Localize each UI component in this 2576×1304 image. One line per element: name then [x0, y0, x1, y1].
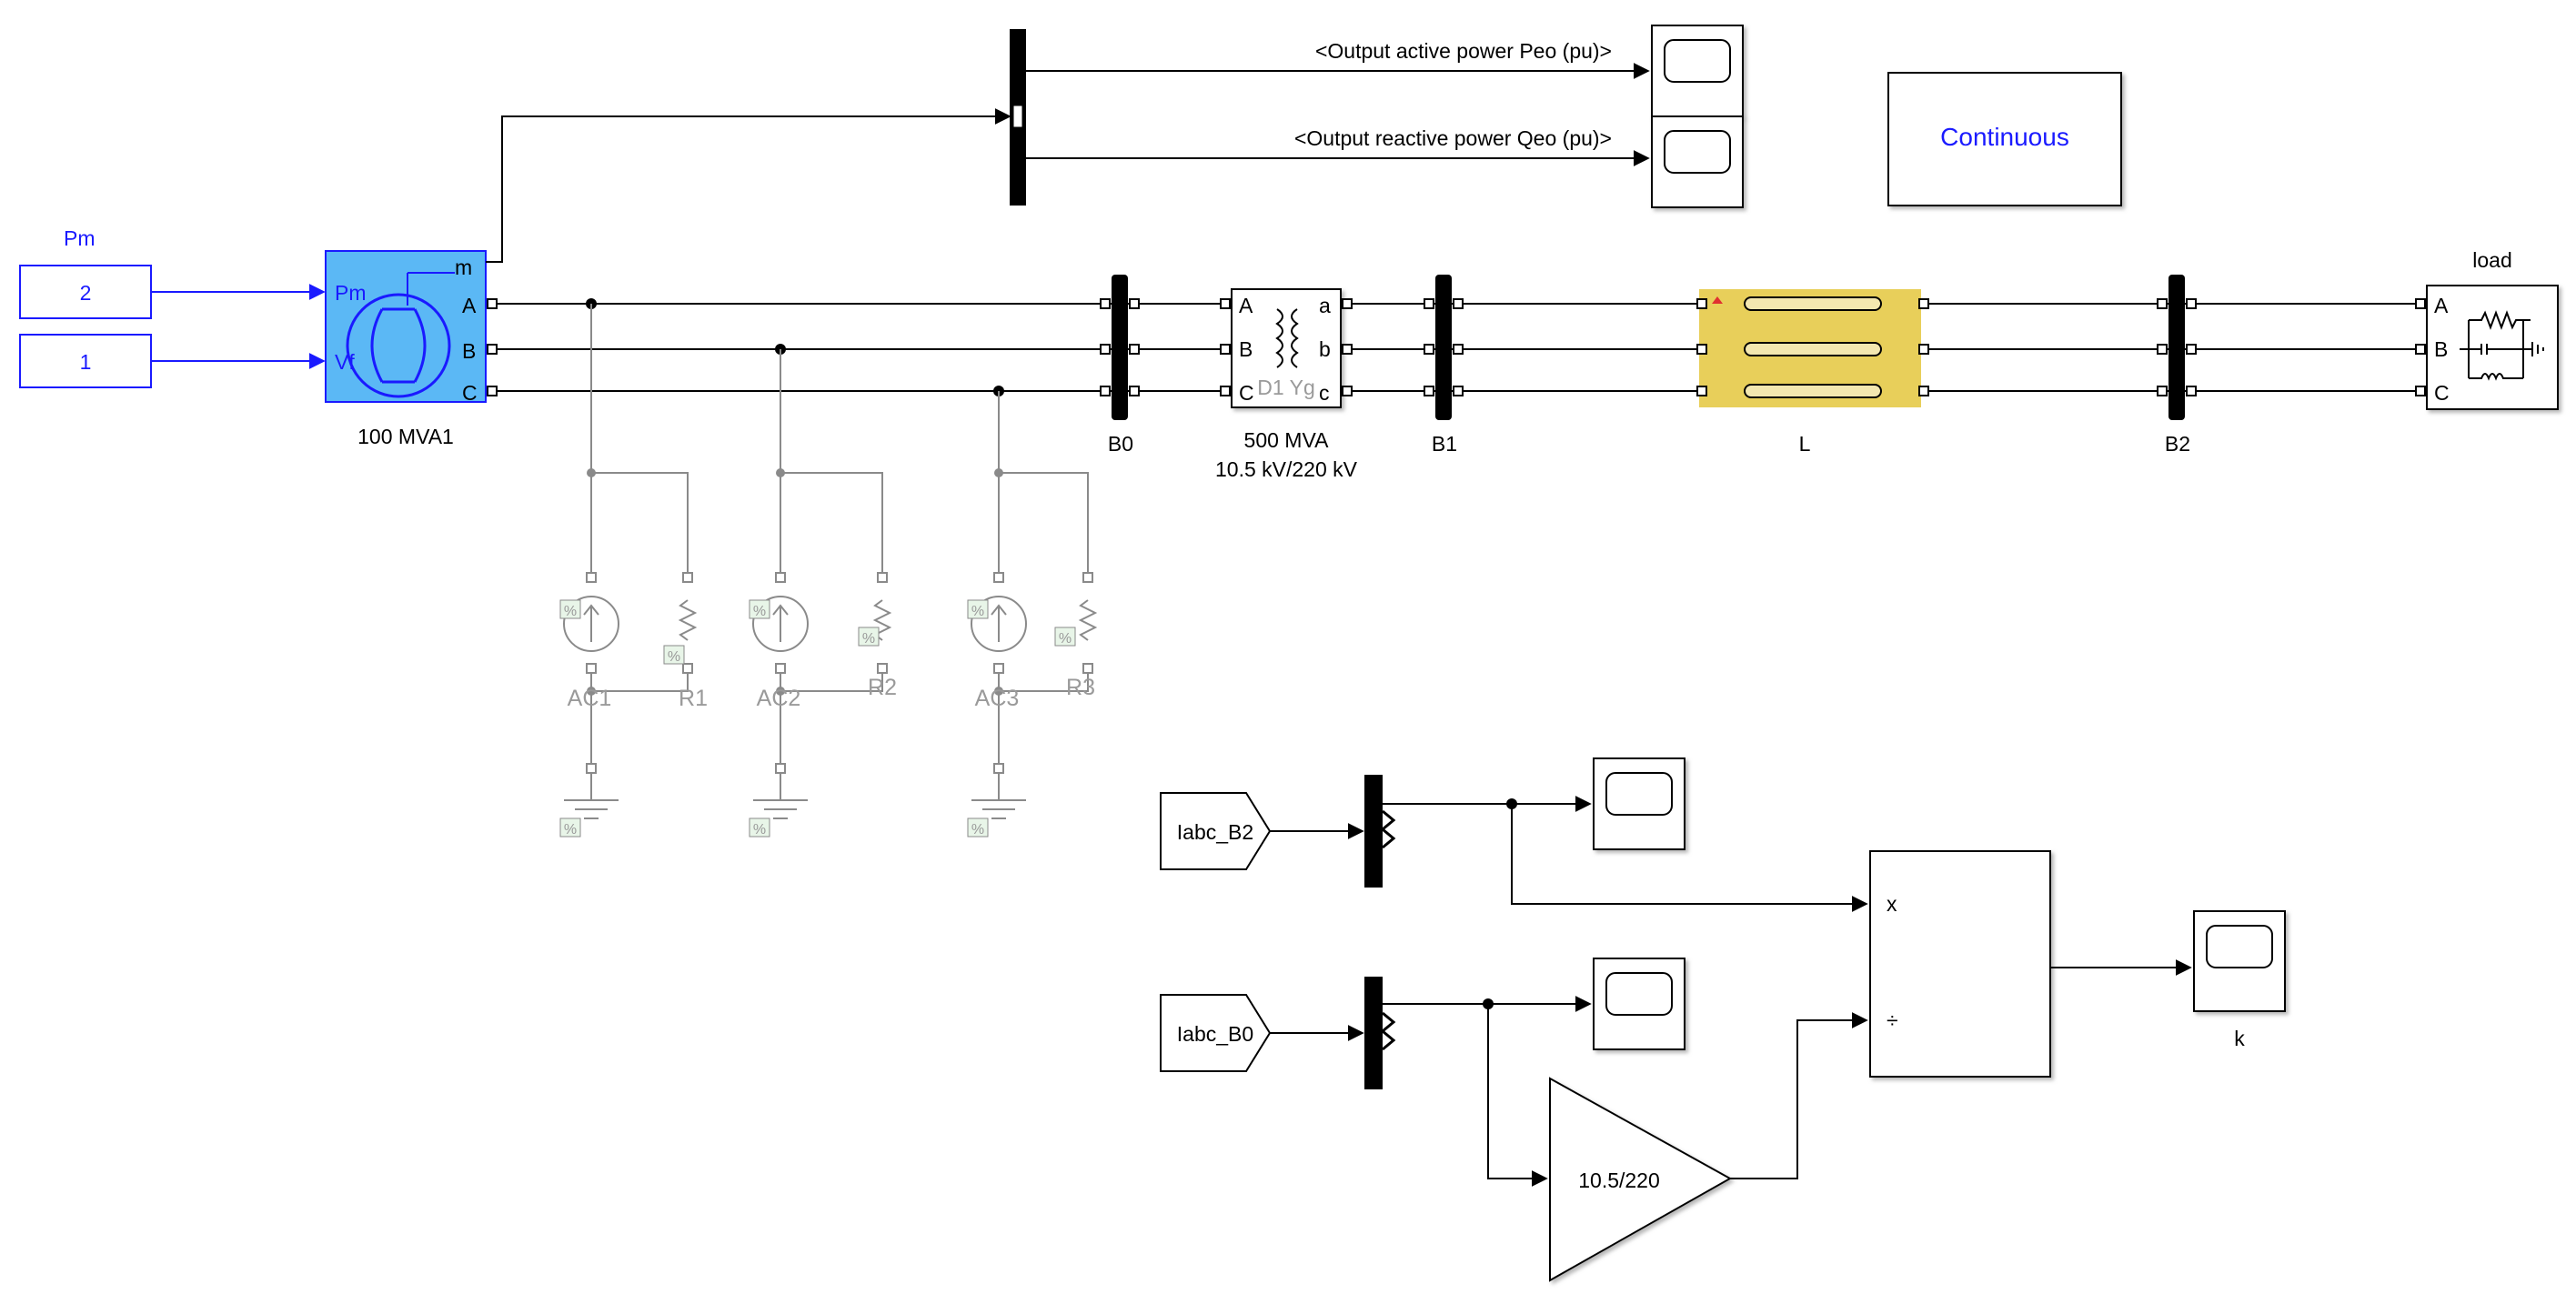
scope-icon [1664, 130, 1731, 174]
scope-k-label: k [2234, 1027, 2245, 1050]
scope-iabc-b0[interactable] [1593, 958, 1685, 1050]
xfmr-in-b: B [1239, 337, 1253, 361]
synchronous-machine-block[interactable]: Pm Vf m A B C [325, 250, 487, 405]
bus-b1[interactable] [1424, 275, 1464, 420]
ac3-label: AC3 [975, 686, 1020, 711]
gen-port-b: B [462, 339, 476, 363]
ac1-label: AC1 [568, 686, 612, 711]
line-l-label: L [1799, 432, 1811, 456]
transformer-block[interactable]: A B C a b c D1 Yg [1231, 288, 1342, 408]
percent-badge: % [753, 822, 766, 838]
resistor-icon [1078, 599, 1098, 641]
load-port-a: A [2434, 294, 2449, 317]
gen-port-vf: Vf [335, 350, 355, 374]
bus-b1-label: B1 [1432, 432, 1457, 456]
xfmr-in-a: A [1239, 294, 1253, 317]
load-port-c: C [2434, 381, 2450, 405]
scope-icon [1605, 772, 1673, 816]
resistor-icon [678, 599, 698, 641]
r1-label: R1 [679, 686, 708, 711]
gen-port-m: m [455, 256, 472, 279]
xfmr-out-a: a [1319, 294, 1331, 317]
powergui-block[interactable]: Continuous [1887, 72, 2122, 206]
generator-name: 100 MVA1 [357, 425, 454, 448]
demux-b2[interactable] [1364, 775, 1396, 888]
scope-reactive-power[interactable] [1651, 115, 1744, 208]
ground-icon [564, 799, 619, 819]
tag-b0-label: Iabc_B0 [1177, 1022, 1253, 1046]
demux-b0[interactable] [1364, 977, 1396, 1089]
gen-port-c: C [462, 381, 478, 405]
active-power-label: <Output active power Peo (pu)> [1315, 39, 1612, 63]
r3-label: R3 [1066, 675, 1095, 700]
bus-b2[interactable] [2157, 275, 2197, 420]
warning-marker-icon [1712, 296, 1723, 304]
transformer-coil-icon [1275, 308, 1299, 368]
transformer-voltage: 10.5 kV/220 kV [1215, 457, 1358, 481]
constant-vf-block[interactable]: 1 [19, 334, 152, 388]
gain-to-product-line[interactable] [1730, 1012, 1868, 1179]
percent-badge: % [862, 631, 875, 647]
load-block[interactable]: A B C [2426, 285, 2559, 410]
scope-icon [1664, 39, 1731, 83]
tag-b2-label: Iabc_B2 [1177, 820, 1253, 844]
gain-block[interactable]: 10.5/220 [1549, 1077, 1733, 1282]
harmonic-source-group-3[interactable]: % % AC3 R3 % [967, 391, 1098, 838]
m-signal-line[interactable] [486, 108, 1011, 263]
scope-icon [2206, 925, 2273, 968]
percent-badge: % [564, 822, 577, 838]
scope-active-power[interactable] [1651, 25, 1744, 117]
load-port-b: B [2434, 337, 2448, 361]
bus-b2-label: B2 [2165, 432, 2190, 456]
xfmr-in-c: C [1239, 381, 1254, 405]
pm-value: 2 [80, 281, 92, 305]
product-block[interactable]: x ÷ [1869, 850, 2051, 1078]
constant-pm-block[interactable]: 2 [19, 265, 152, 319]
rlc-load-icon [2460, 310, 2544, 381]
machine-icon [346, 293, 451, 398]
b0-to-gain-line[interactable] [1487, 1004, 1548, 1187]
xfmr-winding: D1 Yg [1257, 376, 1315, 399]
vf-value: 1 [80, 350, 92, 374]
xfmr-out-b: b [1319, 337, 1331, 361]
scope-k[interactable] [2193, 910, 2286, 1012]
transformer-rating: 500 MVA [1244, 428, 1330, 452]
gain-value: 10.5/220 [1578, 1169, 1660, 1192]
percent-badge: % [971, 604, 984, 619]
product-in-x: x [1887, 892, 1897, 916]
bus-b0[interactable] [1100, 275, 1140, 420]
from-tag-iabc-b0[interactable]: Iabc_B0 [1160, 994, 1272, 1072]
ac2-label: AC2 [757, 686, 801, 711]
percent-badge: % [1059, 631, 1072, 647]
harmonic-source-group-2[interactable]: % % AC2 R2 % [749, 349, 897, 838]
harmonic-source-group-1[interactable]: % % AC1 R1 % [559, 304, 708, 838]
scope-icon [1605, 972, 1673, 1016]
percent-badge: % [753, 604, 766, 619]
product-in-div: ÷ [1887, 1008, 1898, 1032]
ground-icon [753, 799, 808, 819]
xfmr-out-c: c [1319, 381, 1330, 405]
b2-to-product-line[interactable] [1511, 804, 1868, 912]
gen-port-pm: Pm [335, 281, 367, 305]
pm-input-label: Pm [64, 226, 96, 250]
r2-label: R2 [868, 675, 897, 700]
percent-badge: % [971, 822, 984, 838]
bus-b0-label: B0 [1108, 432, 1133, 456]
line-l-block[interactable] [1699, 289, 1921, 407]
ground-icon [971, 799, 1026, 819]
powergui-mode: Continuous [1940, 123, 2069, 151]
reactive-power-label: <Output reactive power Qeo (pu)> [1294, 126, 1612, 150]
percent-badge: % [668, 649, 680, 665]
from-tag-iabc-b2[interactable]: Iabc_B2 [1160, 792, 1272, 870]
load-label: load [2472, 248, 2511, 272]
scope-iabc-b2[interactable] [1593, 757, 1685, 850]
gen-port-a: A [462, 294, 477, 317]
percent-badge: % [564, 604, 577, 619]
